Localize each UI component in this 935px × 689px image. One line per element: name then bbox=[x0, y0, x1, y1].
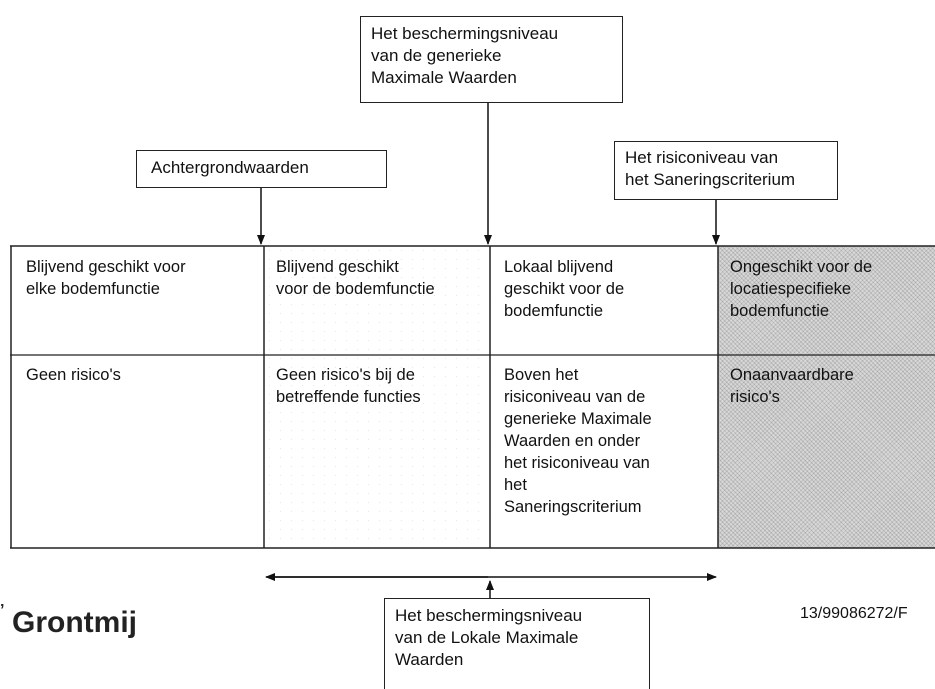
cell-r1-c2: Blijvend geschikt voor de bodemfunctie bbox=[268, 252, 490, 304]
cell-r2-c3-line-4: Waarden en onder bbox=[504, 432, 641, 450]
cell-r2-c2: Geen risico's bij de betreffende functie… bbox=[268, 360, 490, 412]
cell-r1-c4-line-3: bodemfunctie bbox=[730, 302, 830, 320]
remediation-criterion-line-2: het Saneringscriterium bbox=[625, 170, 796, 189]
unacceptable-column-shading bbox=[718, 246, 935, 548]
cell-r1-c3-line-2: geschikt voor de bbox=[504, 280, 625, 298]
generic-max-values-line-3: Maximale Waarden bbox=[371, 68, 517, 87]
generic-max-values-line-1: Het beschermingsniveau bbox=[371, 24, 559, 43]
cell-r1-c4-line-2: locatiespecifieke bbox=[730, 280, 852, 298]
cell-r2-c3-line-1: Boven het bbox=[504, 366, 579, 384]
logo-text: Grontmij bbox=[12, 606, 137, 639]
cell-r1-c2-line-2: voor de bodemfunctie bbox=[276, 280, 435, 298]
cell-r1-c3-line-1: Lokaal blijvend bbox=[504, 258, 614, 276]
local-max-values-box: Het beschermingsniveau van de Lokale Max… bbox=[384, 598, 650, 689]
cell-r1-c1-line-1: Blijvend geschikt voor bbox=[26, 258, 186, 276]
generic-max-values-box: Het beschermingsniveau van de generieke … bbox=[360, 16, 623, 103]
logo-tick-icon: ’ bbox=[0, 602, 5, 619]
cell-r2-c3-line-3: generieke Maximale bbox=[504, 410, 652, 428]
cell-r2-c3-line-7: Saneringscriterium bbox=[504, 498, 642, 516]
local-max-values-line-1: Het beschermingsniveau bbox=[395, 606, 583, 625]
cell-r1-c4-line-1: Ongeschikt voor de bbox=[730, 258, 873, 276]
cell-r2-c3-line-5: het risiconiveau van bbox=[504, 454, 650, 472]
cell-r1-c3-line-3: bodemfunctie bbox=[504, 302, 604, 320]
cell-r2-c1-line-1: Geen risico's bbox=[26, 366, 121, 384]
cell-r2-c4-line-2: risico's bbox=[730, 388, 780, 406]
local-max-values-line-2: van de Lokale Maximale bbox=[395, 628, 579, 647]
cell-r2-c2-line-1: Geen risico's bij de bbox=[276, 366, 415, 384]
cell-r1-c3: Lokaal blijvend geschikt voor de bodemfu… bbox=[496, 252, 718, 326]
cell-r2-c2-line-2: betreffende functies bbox=[276, 388, 421, 406]
cell-r2-c3-line-2: risiconiveau van de bbox=[504, 388, 646, 406]
generic-max-values-line-2: van de generieke bbox=[371, 46, 502, 65]
remediation-criterion-line-1: Het risiconiveau van bbox=[625, 148, 779, 167]
cell-r1-c2-line-1: Blijvend geschikt bbox=[276, 258, 399, 276]
document-reference: 13/99086272/F bbox=[800, 605, 908, 622]
grontmij-logo: ’ Grontmij bbox=[0, 602, 137, 640]
background-values-box: Achtergrondwaarden bbox=[136, 150, 387, 188]
remediation-criterion-box: Het risiconiveau van het Saneringscriter… bbox=[614, 141, 838, 200]
cell-r2-c4-line-1: Onaanvaardbare bbox=[730, 366, 854, 384]
cell-r2-c3: Boven het risiconiveau van de generieke … bbox=[496, 360, 718, 522]
local-max-values-line-3: Waarden bbox=[395, 650, 464, 669]
cell-r1-c4: Ongeschikt voor de locatiespecifieke bod… bbox=[722, 252, 935, 326]
cell-r2-c4: Onaanvaardbare risico's bbox=[722, 360, 935, 412]
column-2-texture bbox=[264, 246, 490, 548]
cell-r2-c1: Geen risico's bbox=[18, 360, 264, 390]
background-values-label: Achtergrondwaarden bbox=[151, 158, 309, 177]
cell-r1-c1-line-2: elke bodemfunctie bbox=[26, 280, 160, 298]
cell-r1-c1: Blijvend geschikt voor elke bodemfunctie bbox=[18, 252, 264, 304]
cell-r2-c3-line-6: het bbox=[504, 476, 527, 494]
